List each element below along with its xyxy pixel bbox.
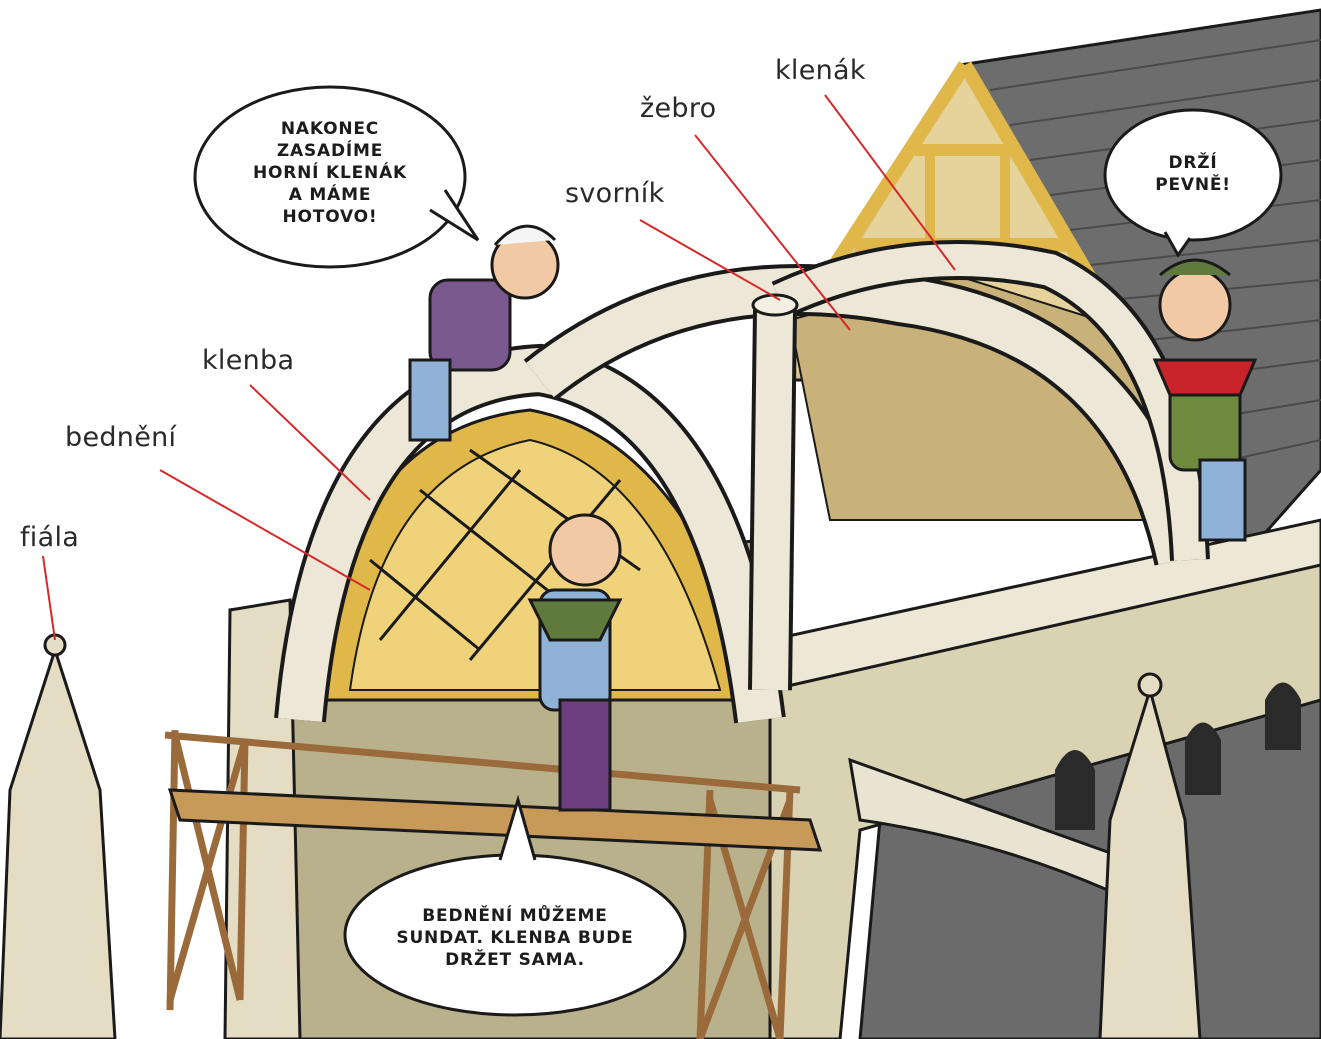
- label-fiala: fiála: [20, 522, 79, 553]
- pinnacle-left: [0, 635, 115, 1039]
- label-zebro: žebro: [640, 93, 716, 124]
- label-svornik: svorník: [565, 178, 665, 209]
- leader-klenba: [250, 385, 370, 500]
- label-klenba: klenba: [202, 345, 294, 376]
- label-bedneni: bednění: [65, 422, 176, 453]
- worker-top: [410, 226, 558, 440]
- speech-text-top-left: NAKONEC ZASADÍME HORNÍ KLENÁK A MÁME HOT…: [230, 118, 430, 228]
- label-klenak: klenák: [775, 55, 866, 86]
- speech-text-bottom: BEDNĚNÍ MŮŽEME SUNDAT. KLENBA BUDE DRŽET…: [375, 905, 655, 971]
- speech-text-right: DRŽÍ PEVNĚ!: [1133, 152, 1253, 196]
- leader-fiala: [43, 556, 55, 640]
